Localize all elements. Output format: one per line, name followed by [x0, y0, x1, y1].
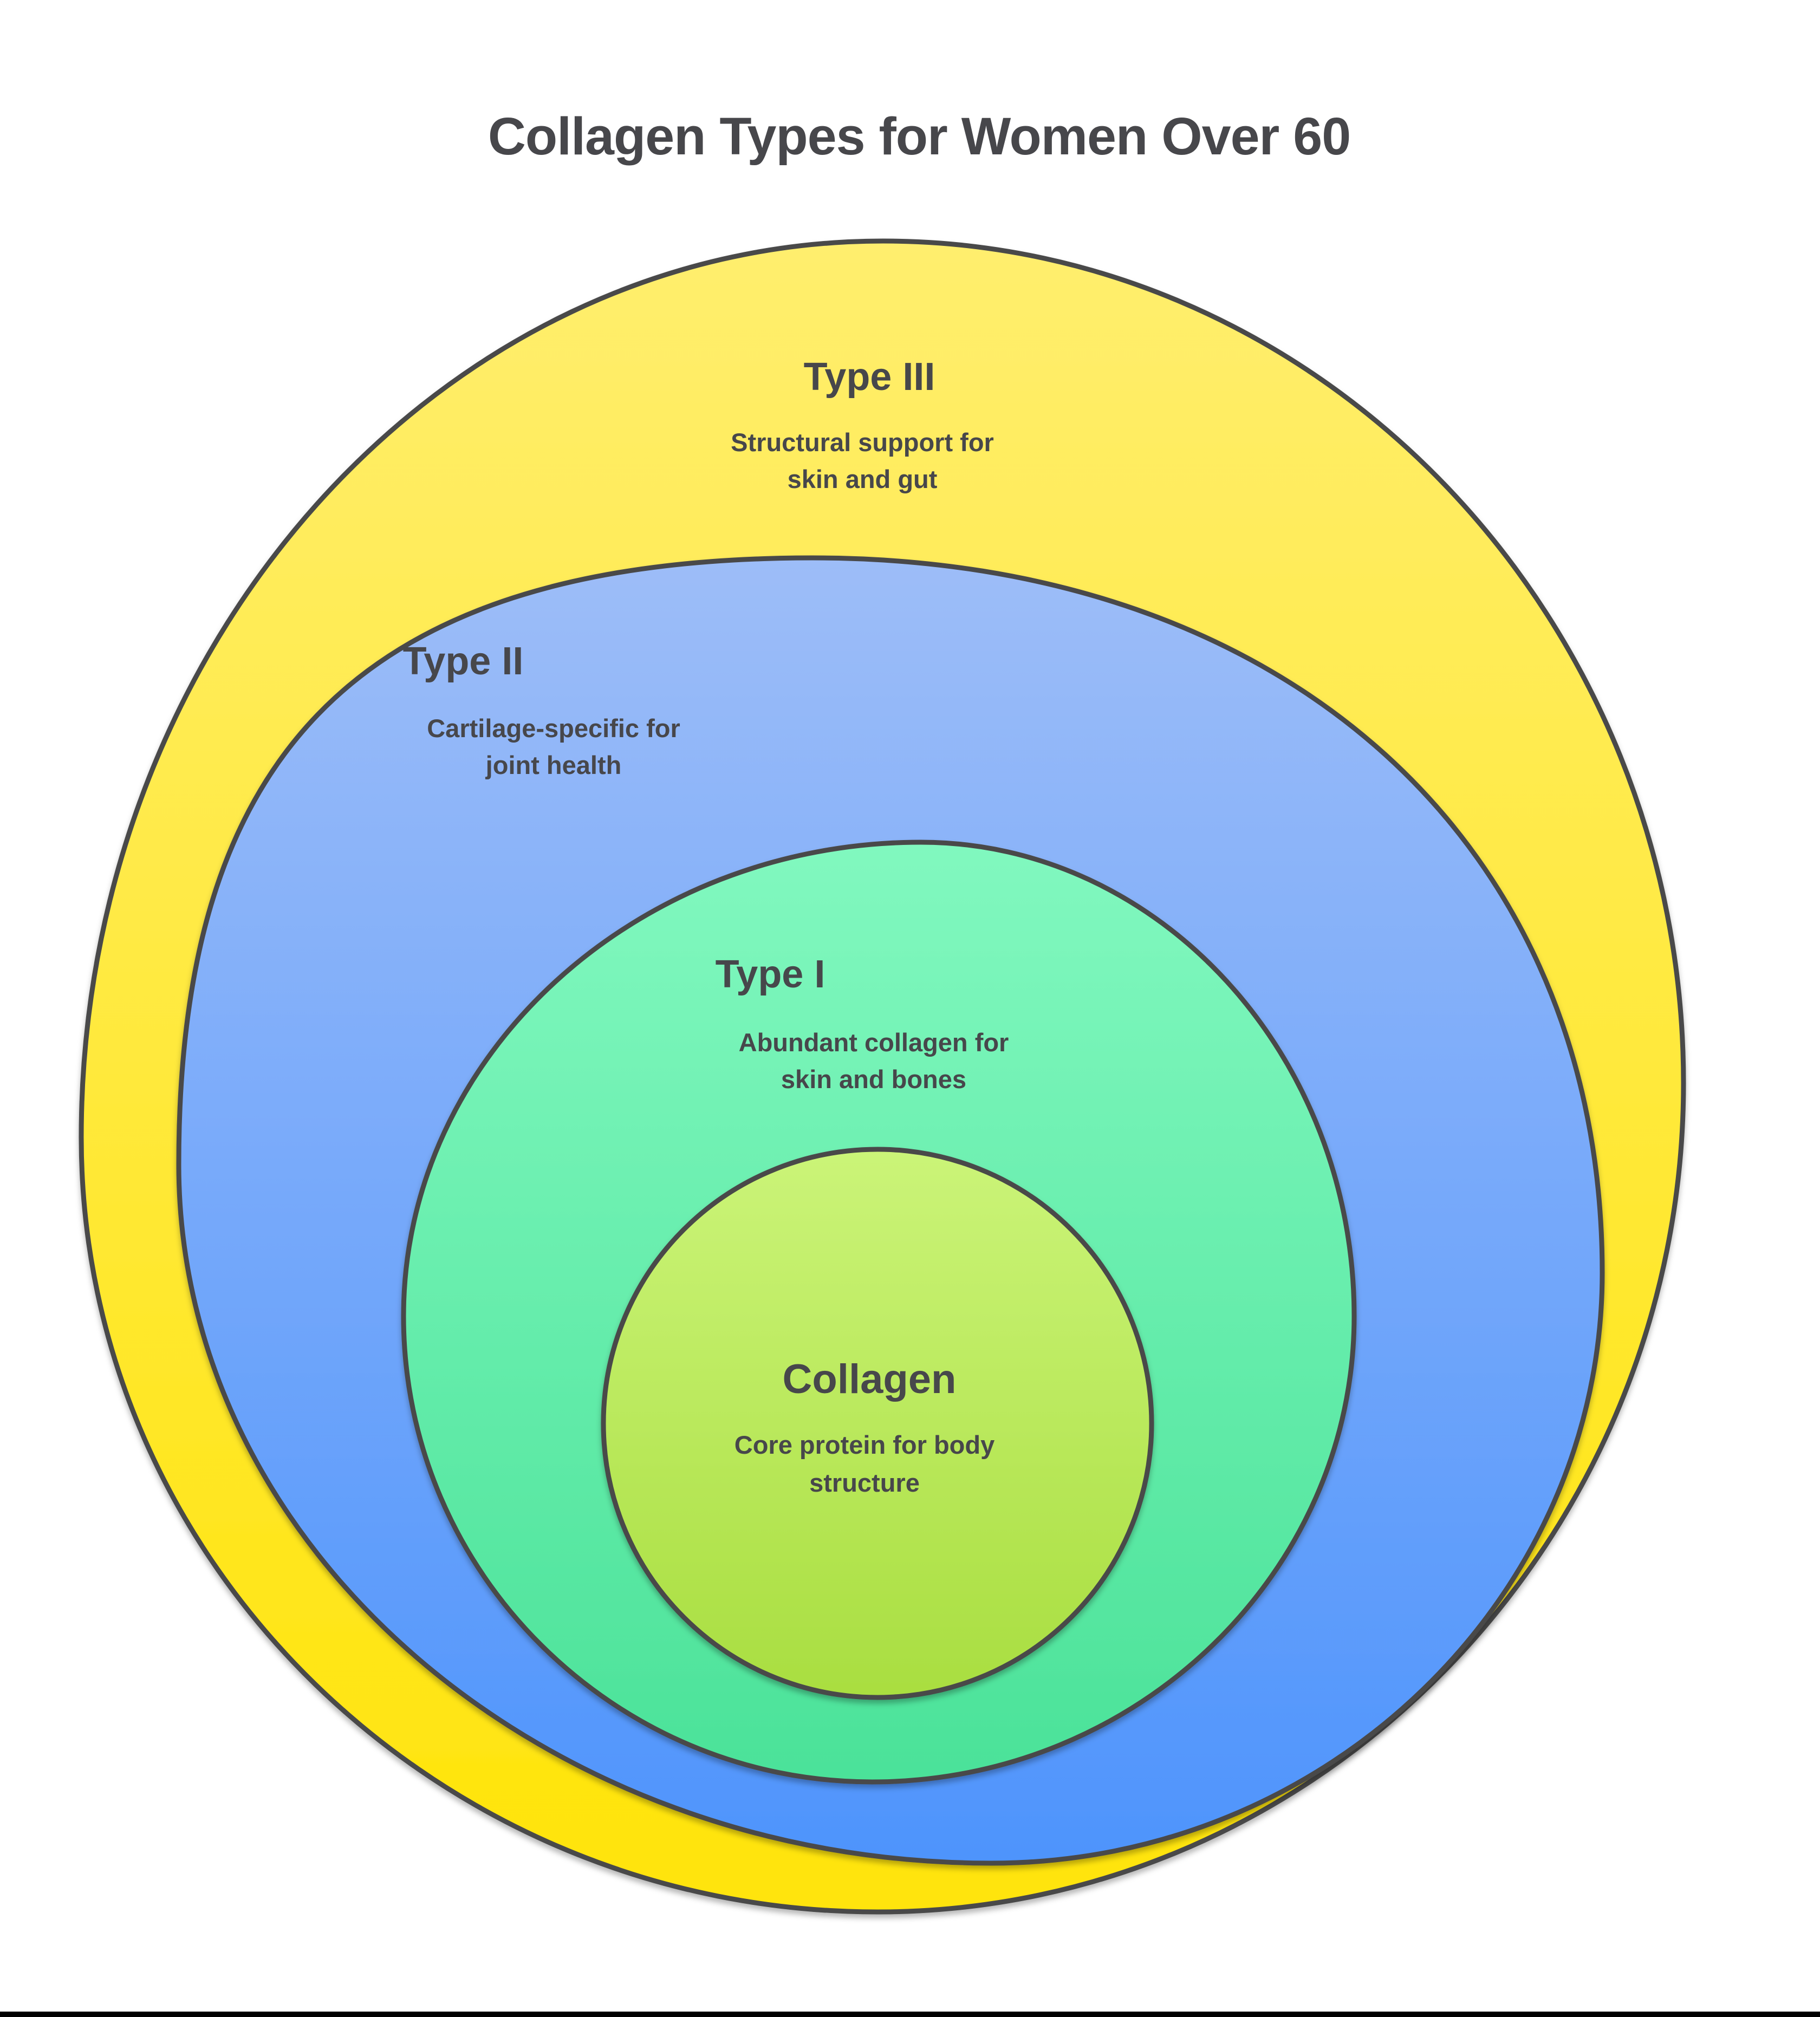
type-ii-heading: Type II: [403, 640, 524, 683]
label-group-type-iii: Type III Structural support for skin and…: [731, 355, 994, 493]
type-iii-description-line1: Structural support for: [731, 428, 994, 457]
label-group-collagen-core: Collagen Core protein for body structure: [734, 1356, 994, 1497]
label-group-type-i: Type I Abundant collagen for skin and bo…: [716, 953, 1009, 1094]
type-ii-description-line1: Cartilage-specific for: [427, 714, 680, 743]
collagen-description-line2: structure: [809, 1468, 920, 1497]
type-iii-heading: Type III: [804, 355, 935, 399]
type-i-heading: Type I: [716, 953, 826, 996]
type-i-description-line1: Abundant collagen for: [739, 1028, 1009, 1057]
diagram-title: Collagen Types for Women Over 60: [488, 107, 1350, 166]
type-i-description-line2: skin and bones: [781, 1065, 966, 1094]
type-ii-description-line2: joint health: [485, 751, 622, 779]
collagen-heading: Collagen: [783, 1356, 957, 1402]
footer-bar: [0, 2012, 1820, 2017]
label-group-type-ii: Type II Cartilage-specific for joint hea…: [403, 640, 680, 779]
ring-collagen-core: [601, 1147, 1154, 1700]
collagen-description-line1: Core protein for body: [734, 1430, 994, 1459]
type-iii-description-line2: skin and gut: [788, 465, 938, 493]
